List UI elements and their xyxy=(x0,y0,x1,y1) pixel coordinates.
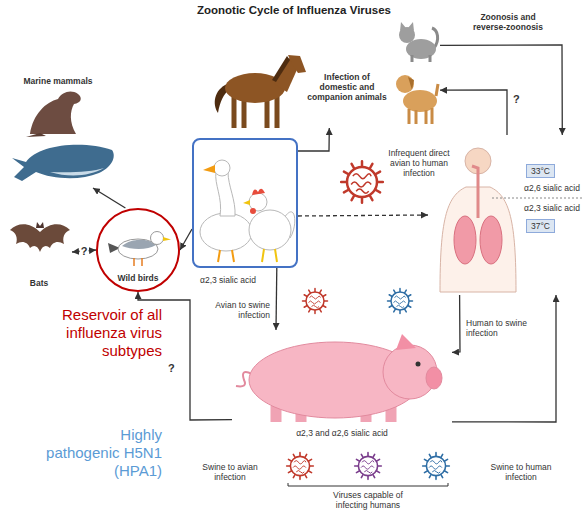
bat xyxy=(10,222,70,252)
cat-ears xyxy=(400,22,414,31)
bracket-label: Viruses capable of infecting humans xyxy=(318,490,418,510)
node-label: α2,6 sialic acid xyxy=(524,183,586,193)
goose-body xyxy=(200,213,252,251)
transmission-label: Infrequent direct avian to human infecti… xyxy=(388,148,450,178)
bat-head xyxy=(36,222,44,228)
transmission-label: Avian to swine infection xyxy=(206,300,270,320)
transmission-label: Human to swine infection xyxy=(466,318,536,338)
poultry-box: α2,3 sialic acid xyxy=(192,138,298,268)
gull xyxy=(108,232,171,267)
connector-arrow xyxy=(440,90,507,135)
avian-virus xyxy=(341,161,383,203)
chicken-beak xyxy=(243,200,250,205)
marine-group: Marine mammals xyxy=(6,74,122,188)
human-airway xyxy=(472,166,478,218)
connector-arrow xyxy=(298,128,329,151)
pig-snout xyxy=(426,367,442,389)
human-group: α2,6 sialic acid α2,3 sialic acid 33°C 37°C xyxy=(428,135,586,295)
node-label: Marine mammals xyxy=(10,76,106,86)
chicken-legs xyxy=(262,249,277,262)
chicken-body xyxy=(249,210,291,250)
temperature-label: 37°C xyxy=(531,221,550,231)
question-mark: ? xyxy=(513,93,520,106)
goose-neck xyxy=(216,172,235,216)
goose-feet xyxy=(218,250,234,262)
dog-ear xyxy=(408,77,414,90)
gull-beak xyxy=(163,237,171,241)
chicken-comb xyxy=(252,189,265,195)
horse-head xyxy=(288,55,306,73)
human xyxy=(440,148,584,292)
temperature-box: 33°C xyxy=(526,164,555,178)
receptor-divider xyxy=(492,198,584,199)
sea-lion xyxy=(26,92,81,137)
animal-group: Infection of domestic and companion anim… xyxy=(305,10,440,128)
sea-lion-body xyxy=(30,92,81,134)
dog-tail xyxy=(436,84,438,96)
node-label: α2,3 sialic acid xyxy=(524,203,586,213)
horse xyxy=(215,55,306,128)
pig-ear xyxy=(396,334,416,350)
human-virus xyxy=(388,289,413,314)
avian-virus xyxy=(303,289,328,314)
callout-text: Highly pathogenic H5N1 (HPA1) xyxy=(46,426,162,480)
connector-arrow xyxy=(180,229,192,250)
bat-wings xyxy=(10,224,70,252)
goose-beak xyxy=(203,165,215,173)
bat-group: Bats xyxy=(6,212,72,292)
pig xyxy=(236,334,442,422)
pig-eye xyxy=(416,362,421,367)
node-label: Infection of domestic and companion anim… xyxy=(305,72,389,102)
transmission-label: Zoonosis and reverse-zoonosis xyxy=(466,12,550,32)
human-lung xyxy=(480,216,502,264)
connector-arrow xyxy=(452,295,556,422)
node-label: α2,3 sialic acid xyxy=(188,275,268,285)
horse-mane xyxy=(272,56,290,82)
whale-body xyxy=(12,145,114,181)
connector-arrow xyxy=(298,215,428,216)
gull-head xyxy=(151,232,164,245)
gull-legs xyxy=(134,258,142,266)
connector-arrow xyxy=(93,188,125,208)
cat-legs xyxy=(412,55,430,62)
question-mark: ? xyxy=(168,362,175,375)
reassortant-virus xyxy=(423,453,450,480)
reservoir-circle: Wild birds xyxy=(96,208,180,292)
reassortant-virus xyxy=(287,453,314,480)
cat xyxy=(399,22,438,62)
whale-belly xyxy=(50,168,104,175)
chicken-wattle xyxy=(250,208,256,214)
human-lung xyxy=(454,216,476,264)
node-label: Bats xyxy=(6,278,72,288)
goose xyxy=(200,160,252,262)
connector-arrow xyxy=(452,295,460,352)
sea-lion-flipper xyxy=(26,133,46,137)
connector-arrow xyxy=(275,268,277,330)
temperature-label: 33°C xyxy=(531,166,550,176)
goose-head xyxy=(214,160,230,176)
connector-arrow xyxy=(440,45,562,135)
transmission-label: Swine to avian infection xyxy=(196,462,264,482)
whale xyxy=(12,145,114,181)
reassortant-virus xyxy=(355,453,382,480)
dog xyxy=(396,75,438,124)
swine-group: α2,3 and α2,6 sialic acid xyxy=(232,330,452,442)
callout-text: Reservoir of all influenza virus subtype… xyxy=(46,306,162,360)
dog-head xyxy=(396,75,414,93)
chicken xyxy=(243,189,295,262)
dog-legs xyxy=(409,108,432,124)
node-label: Wild birds xyxy=(106,273,170,283)
edge-label: ? xyxy=(80,246,89,257)
node-label: α2,3 and α2,6 sialic acid xyxy=(262,428,422,438)
transmission-label: Swine to human infection xyxy=(486,462,556,482)
virus-bracket xyxy=(288,483,448,486)
temperature-box: 37°C xyxy=(526,219,555,233)
